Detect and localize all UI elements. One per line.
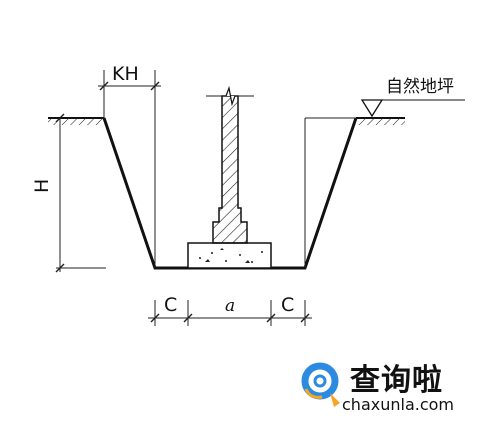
foundation-pad	[187, 242, 272, 269]
c-right-label: C	[281, 294, 294, 316]
ground-left	[48, 117, 104, 125]
watermark-title: 查询啦	[350, 363, 443, 398]
magnifier-logo-icon	[301, 362, 340, 407]
ground-right	[356, 117, 405, 125]
a-label: a	[225, 296, 235, 316]
h-dimension: H	[31, 113, 106, 273]
bottom-dimension: C a C	[148, 294, 312, 326]
ground-level-marker: 自然地坪	[360, 77, 465, 118]
watermark-logo: 查询啦 chaxunla.com	[300, 355, 470, 425]
kh-dimension: KH	[98, 63, 161, 91]
wall-footing	[206, 85, 254, 244]
c-left-label: C	[164, 294, 177, 316]
watermark-url: chaxunla.com	[342, 395, 454, 414]
ground-label: 自然地坪	[386, 77, 454, 97]
kh-label: KH	[112, 63, 139, 85]
h-label: H	[31, 179, 53, 193]
